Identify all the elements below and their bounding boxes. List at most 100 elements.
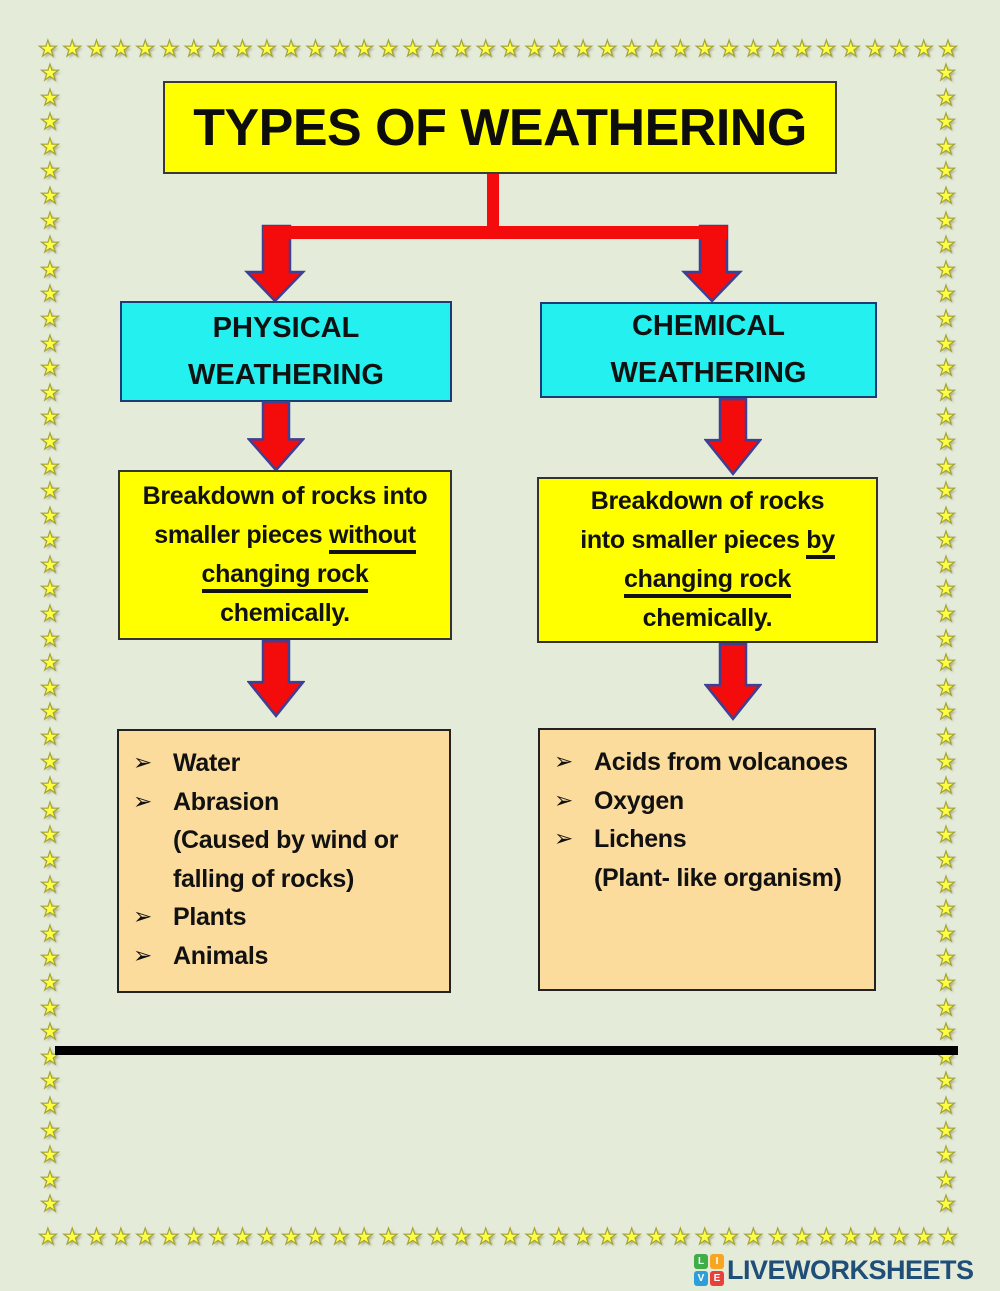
list-item: (Caused by wind or — [133, 821, 443, 860]
text: into smaller pieces — [580, 526, 807, 554]
star-icon: ★ — [936, 109, 957, 135]
star-icon: ★ — [936, 527, 957, 553]
star-icon: ★ — [621, 36, 642, 61]
star-icon: ★ — [936, 330, 957, 356]
title-box: TYPES OF WEATHERING — [163, 81, 837, 174]
text: Breakdown of rocks — [590, 487, 825, 515]
star-icon: ★ — [40, 527, 61, 553]
star-icon: ★ — [40, 158, 61, 184]
star-icon: ★ — [40, 896, 61, 922]
star-icon: ★ — [40, 994, 61, 1020]
star-icon: ★ — [40, 60, 61, 85]
star-icon: ★ — [232, 36, 253, 61]
star-icon: ★ — [936, 1166, 957, 1192]
star-icon: ★ — [183, 36, 204, 61]
heading-line: CHEMICAL — [631, 310, 786, 342]
star-icon: ★ — [670, 36, 691, 61]
star-icon: ★ — [40, 1117, 61, 1143]
star-icon: ★ — [936, 404, 957, 430]
description-line: Breakdown of rocks into — [143, 477, 428, 516]
list-item-text: Animals — [173, 941, 269, 970]
arrow-bullet-icon: ➢ — [554, 787, 573, 814]
star-icon: ★ — [500, 1224, 521, 1249]
star-icon: ★ — [840, 36, 861, 61]
star-icon: ★ — [40, 232, 61, 258]
star-icon: ★ — [402, 1224, 423, 1249]
list-item-text: Oxygen — [594, 786, 684, 815]
star-icon: ★ — [936, 871, 957, 897]
star-icon: ★ — [694, 36, 715, 61]
star-icon: ★ — [256, 36, 277, 61]
arrow-bullet-icon: ➢ — [554, 749, 573, 775]
star-icon: ★ — [62, 36, 83, 61]
star-icon: ★ — [865, 36, 886, 61]
description-line: changing rock — [201, 555, 369, 594]
star-border-left: ★★★★★★★★★★★★★★★★★★★★★★★★★★★★★★★★★★★★★★★★… — [37, 60, 63, 1217]
star-icon: ★ — [40, 1191, 61, 1217]
star-icon: ★ — [40, 920, 61, 946]
description-line: smaller pieces without — [154, 516, 416, 555]
star-icon: ★ — [40, 1092, 61, 1118]
star-icon: ★ — [936, 232, 957, 258]
star-border-top: ★★★★★★★★★★★★★★★★★★★★★★★★★★★★★★★★★★★★★★ — [37, 36, 959, 62]
star-icon: ★ — [936, 601, 957, 627]
list-item-text: (Plant- like organism) — [594, 863, 842, 892]
list-item: ➢Plants — [133, 898, 443, 937]
star-icon: ★ — [62, 1224, 83, 1249]
star-icon: ★ — [40, 945, 61, 971]
logo-letter-square: E — [710, 1271, 724, 1286]
star-icon: ★ — [743, 1224, 764, 1249]
list-item-text: Water — [173, 749, 241, 777]
star-icon: ★ — [524, 1224, 545, 1249]
description-line: chemically. — [220, 594, 350, 633]
text: Breakdown of rocks into — [142, 482, 428, 510]
down-arrow-icon — [247, 401, 305, 472]
star-icon: ★ — [548, 1224, 569, 1249]
heading-line: PHYSICAL — [212, 311, 360, 344]
star-icon: ★ — [208, 1224, 229, 1249]
star-icon: ★ — [816, 1224, 837, 1249]
star-icon: ★ — [40, 674, 61, 700]
description-line: chemically. — [643, 599, 773, 638]
star-icon: ★ — [40, 625, 61, 651]
star-icon: ★ — [475, 36, 496, 61]
star-icon: ★ — [936, 650, 957, 676]
star-icon: ★ — [936, 1092, 957, 1118]
star-icon: ★ — [936, 625, 957, 651]
star-icon: ★ — [938, 36, 959, 61]
star-icon: ★ — [936, 379, 957, 405]
star-icon: ★ — [354, 36, 375, 61]
text: smaller pieces — [154, 521, 330, 549]
star-icon: ★ — [936, 355, 957, 381]
list-item-text: falling of rocks) — [173, 864, 355, 893]
logo-letter-square: L — [694, 1254, 708, 1269]
star-icon: ★ — [936, 847, 957, 872]
star-icon: ★ — [40, 84, 61, 110]
star-icon: ★ — [40, 256, 61, 282]
star-icon: ★ — [40, 601, 61, 627]
star-icon: ★ — [475, 1224, 496, 1249]
star-icon: ★ — [208, 36, 229, 61]
logo-letter-square: V — [694, 1271, 708, 1286]
arrow-bullet-icon: ➢ — [554, 826, 573, 852]
star-icon: ★ — [40, 871, 61, 897]
star-icon: ★ — [936, 182, 957, 208]
star-icon: ★ — [767, 1224, 788, 1249]
star-icon: ★ — [281, 1224, 302, 1249]
star-icon: ★ — [646, 36, 667, 61]
star-icon: ★ — [232, 1224, 253, 1249]
star-icon: ★ — [86, 36, 107, 61]
star-icon: ★ — [597, 1224, 618, 1249]
divider-line — [55, 1046, 958, 1055]
star-icon: ★ — [451, 1224, 472, 1249]
star-icon: ★ — [427, 36, 448, 61]
star-icon: ★ — [936, 60, 957, 85]
list-item: ➢Abrasion — [133, 783, 443, 822]
star-icon: ★ — [936, 281, 957, 307]
description-line: into smaller pieces by — [580, 521, 835, 560]
star-icon: ★ — [40, 109, 61, 135]
star-icon: ★ — [936, 945, 957, 971]
star-icon: ★ — [159, 1224, 180, 1249]
star-icon: ★ — [40, 355, 61, 381]
